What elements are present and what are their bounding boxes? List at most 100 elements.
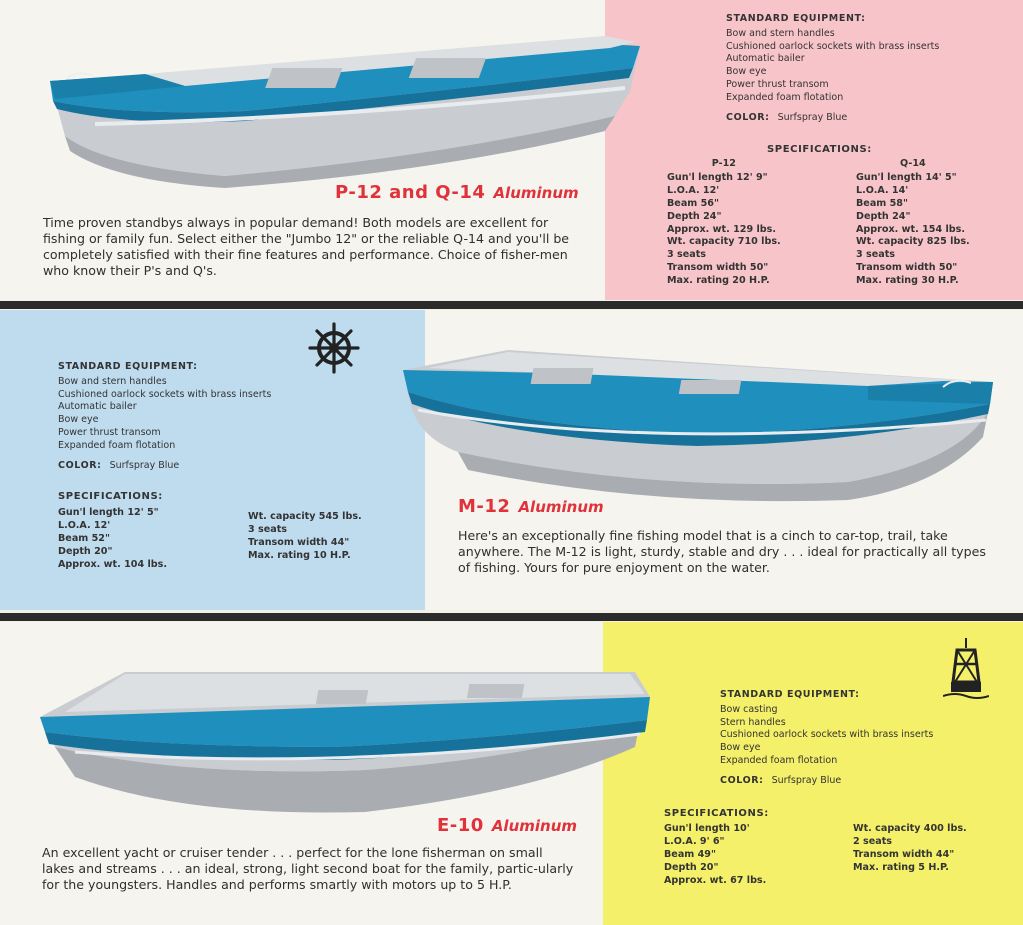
equipment-item: Cushioned oarlock sockets with brass ins… (720, 729, 934, 741)
color-label: COLOR: (726, 111, 770, 123)
equipment-item: Automatic bailer (58, 401, 137, 413)
spec-item: L.O.A. 9' 6" (664, 835, 725, 847)
color-label: COLOR: (58, 459, 102, 471)
spec-item: Transom width 44" (248, 536, 350, 548)
ships-wheel-icon (308, 322, 360, 374)
model-name: E-10 (437, 815, 484, 836)
color-value: Surfspray Blue (109, 459, 180, 471)
e10-spec-column-left: Gun'l length 10' L.O.A. 9' 6" Beam 49" D… (664, 823, 766, 888)
spec-item: Max. rating 30 H.P. (856, 275, 959, 287)
spec-item: Beam 56" (667, 197, 719, 209)
spec-item: Max. rating 10 H.P. (248, 549, 351, 561)
color-line: COLOR: Surfspray Blue (58, 460, 271, 473)
equipment-item: Bow eye (720, 742, 761, 754)
e10-title: E-10 Aluminum (437, 815, 577, 836)
spec-item: Beam 49" (664, 848, 716, 860)
spec-item: Wt. capacity 545 lbs. (248, 511, 362, 522)
material-label: Aluminum (518, 498, 604, 516)
equipment-header: STANDARD EQUIPMENT: (720, 689, 860, 700)
blue-spec-panel (0, 310, 425, 610)
p12-q14-description: Time proven standbys always in popular d… (43, 215, 570, 278)
spec-item: 2 seats (853, 835, 893, 847)
section-divider (0, 613, 1023, 621)
equipment-item: Cushioned oarlock sockets with brass ins… (58, 388, 272, 400)
spec-item: L.O.A. 12' (58, 519, 111, 531)
buoy-icon (943, 638, 989, 699)
spec-item: Wt. capacity 400 lbs. (853, 823, 967, 834)
spec-item: Beam 58" (856, 197, 908, 209)
m12-specs-header: SPECIFICATIONS: (58, 491, 163, 502)
spec-item: Approx. wt. 67 lbs. (664, 874, 767, 886)
spec-item: Beam 52" (58, 532, 110, 544)
spec-item: 3 seats (248, 523, 288, 535)
spec-item: Transom width 44" (853, 848, 955, 860)
spec-item: Transom width 50" (856, 262, 958, 274)
spec-item: Gun'l length 12' 9" (667, 171, 768, 183)
p12-boat-image (50, 36, 640, 188)
equipment-item: Expanded foam flotation (58, 439, 176, 451)
section-divider (0, 301, 1023, 309)
m12-spec-column-right: Wt. capacity 545 lbs. 3 seats Transom wi… (248, 511, 362, 563)
equipment-item: Bow and stern handles (726, 27, 835, 39)
spec-item: Gun'l length 14' 5" (856, 171, 957, 183)
p12-q14-title: P-12 and Q-14 Aluminum (335, 182, 579, 203)
spec-item: L.O.A. 12' (667, 184, 720, 196)
equipment-item: Expanded foam flotation (720, 754, 838, 766)
spec-item: Transom width 50" (667, 262, 769, 274)
spec-item: Approx. wt. 104 lbs. (58, 558, 167, 570)
equipment-item: Bow eye (58, 414, 99, 426)
m12-spec-column-left: Gun'l length 12' 5" L.O.A. 12' Beam 52" … (58, 507, 167, 572)
spec-item: Depth 24" (667, 210, 722, 222)
color-line: COLOR: Surfspray Blue (726, 112, 939, 125)
spec-item: Gun'l length 12' 5" (58, 507, 159, 518)
color-label: COLOR: (720, 774, 764, 786)
spec-item: Depth 20" (664, 861, 719, 873)
equipment-item: Stern handles (720, 716, 786, 728)
spec-item: Approx. wt. 154 lbs. (856, 223, 965, 235)
e10-spec-column-right: Wt. capacity 400 lbs. 2 seats Transom wi… (853, 823, 967, 875)
equipment-item: Automatic bailer (726, 53, 805, 65)
equipment-header: STANDARD EQUIPMENT: (726, 13, 866, 24)
m12-equipment-list: STANDARD EQUIPMENT: Bow and stern handle… (58, 361, 271, 472)
spec-item: Depth 20" (58, 545, 113, 557)
p12-spec-column: P-12 Gun'l length 12' 9" L.O.A. 12' Beam… (667, 158, 781, 288)
p12-specs-header: SPECIFICATIONS: (767, 144, 872, 155)
spec-item: Max. rating 20 H.P. (667, 275, 770, 287)
p12-equipment-list: STANDARD EQUIPMENT: Bow and stern handle… (726, 13, 939, 124)
e10-specs-header: SPECIFICATIONS: (664, 808, 769, 819)
equipment-item: Cushioned oarlock sockets with brass ins… (726, 40, 940, 52)
spec-column-header: Q-14 (900, 158, 926, 169)
spec-item: Wt. capacity 710 lbs. (667, 236, 781, 248)
spec-item: Approx. wt. 129 lbs. (667, 223, 776, 235)
equipment-item: Power thrust transom (58, 426, 161, 438)
spec-item: Gun'l length 10' (664, 823, 750, 834)
spec-item: Wt. capacity 825 lbs. (856, 236, 970, 248)
pink-spec-panel (605, 0, 1023, 300)
model-name: P-12 and Q-14 (335, 182, 486, 203)
material-label: Aluminum (493, 184, 579, 202)
e10-description: An excellent yacht or cruiser tender . .… (42, 845, 574, 892)
q14-spec-column: Q-14 Gun'l length 14' 5" L.O.A. 14' Beam… (856, 158, 970, 288)
material-label: Aluminum (491, 817, 578, 835)
equipment-item: Bow casting (720, 703, 778, 715)
model-name: M-12 (458, 496, 511, 517)
color-line: COLOR: Surfspray Blue (720, 775, 933, 788)
m12-boat-image (403, 350, 993, 502)
e10-boat-image (40, 672, 650, 813)
equipment-item: Expanded foam flotation (726, 91, 844, 103)
spec-column-header: P-12 (711, 158, 736, 169)
e10-equipment-list: STANDARD EQUIPMENT: Bow casting Stern ha… (720, 689, 933, 788)
equipment-item: Bow eye (726, 66, 767, 78)
equipment-item: Bow and stern handles (58, 375, 167, 387)
m12-description: Here's an exceptionally fine fishing mod… (458, 528, 986, 575)
color-value: Surfspray Blue (771, 774, 842, 786)
spec-item: Max. rating 5 H.P. (853, 861, 949, 873)
spec-item: 3 seats (856, 249, 896, 261)
spec-item: L.O.A. 14' (856, 184, 909, 196)
equipment-header: STANDARD EQUIPMENT: (58, 361, 198, 372)
spec-item: Depth 24" (856, 210, 911, 222)
m12-title: M-12 Aluminum (458, 496, 604, 517)
spec-item: 3 seats (667, 249, 707, 261)
equipment-item: Power thrust transom (726, 78, 829, 90)
color-value: Surfspray Blue (777, 111, 848, 123)
